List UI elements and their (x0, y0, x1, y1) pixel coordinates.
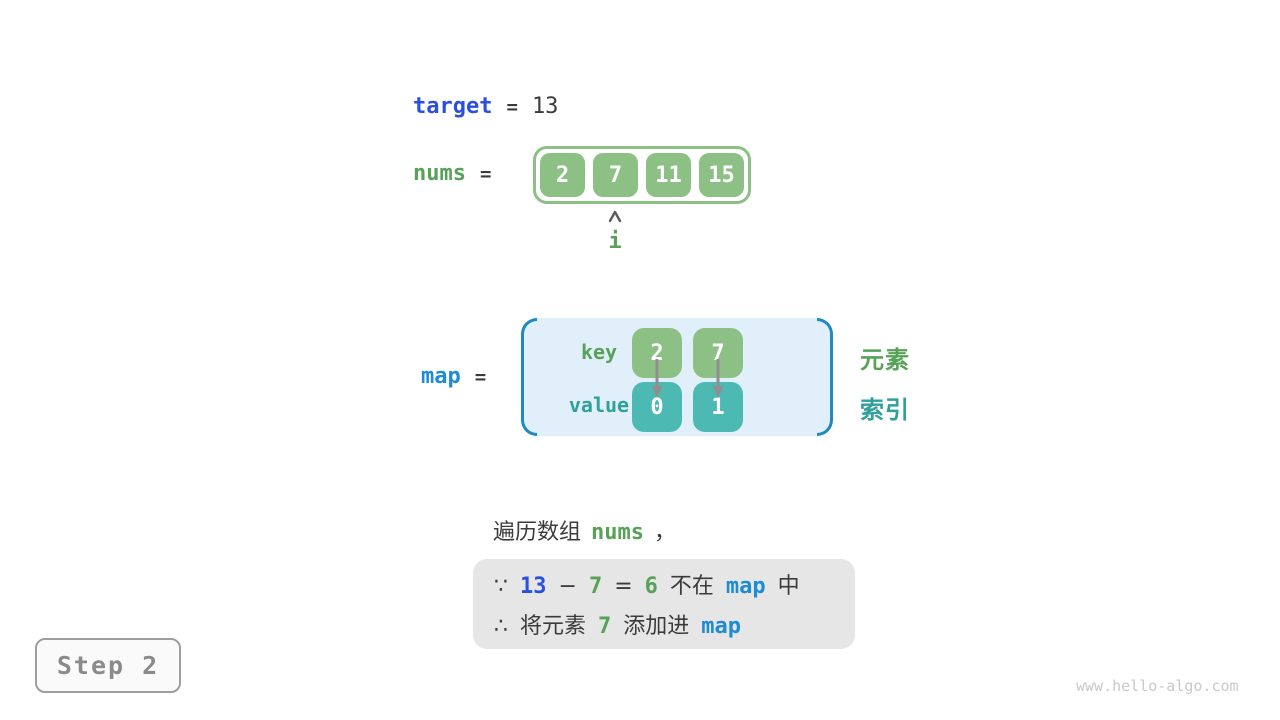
therefore-symbol: ∴ (494, 614, 508, 639)
target-equals: = (506, 96, 518, 118)
map-label: map (421, 364, 461, 389)
not-in-text: 不在 (669, 574, 714, 599)
in-text: 中 (777, 574, 800, 599)
minus-sign: − (558, 574, 577, 599)
map-ref: map (725, 574, 766, 599)
target-label: target (413, 94, 493, 119)
added-element-ref: 7 (598, 614, 612, 639)
map-value-row-label: value (568, 393, 630, 417)
map-container: key value 2 7 0 1 (521, 318, 833, 436)
note-panel: ∵ 13 − 7 = 6 不在 map 中 ∴ 将元素 7 添加进 map (473, 559, 855, 649)
caption-suffix: ， (654, 520, 677, 545)
add-into-text: 添加进 (623, 614, 690, 639)
map-key-row-label: key (580, 340, 618, 364)
nums-equals: = (479, 163, 492, 185)
nums-array: 2 7 11 15 (533, 146, 751, 204)
index-label: 索引 (860, 396, 910, 424)
map-left-bracket (521, 318, 537, 436)
map-right-bracket (817, 318, 833, 436)
target-value-ref: 13 (520, 574, 547, 599)
index-pointer-label: i (608, 229, 622, 254)
nums-array-cell: 2 (540, 153, 585, 197)
target-value: 13 (531, 94, 559, 119)
key-to-value-arrow-icon (712, 359, 724, 398)
index-pointer-caret-icon (608, 210, 622, 223)
nums-array-cell: 11 (646, 153, 691, 197)
key-to-value-arrow-icon (651, 359, 663, 398)
note-line-2: ∴ 将元素 7 添加进 map (494, 608, 855, 640)
difference-value: 6 (644, 574, 658, 599)
map-ref: map (701, 614, 742, 639)
caption-prefix: 遍历数组 (493, 520, 582, 545)
nums-array-cell: 15 (699, 153, 744, 197)
nums-label: nums (413, 161, 466, 186)
because-symbol: ∵ (494, 574, 508, 599)
current-element-ref: 7 (588, 574, 603, 599)
note-line-1: ∵ 13 − 7 = 6 不在 map 中 (494, 568, 855, 600)
add-element-text: 将元素 (520, 614, 587, 639)
map-equals: = (474, 366, 487, 388)
watermark: www.hello-algo.com (1076, 677, 1239, 695)
element-label: 元素 (860, 346, 910, 374)
map-assignment: map = (421, 364, 486, 389)
caption-sentence: 遍历数组 nums ， (493, 514, 676, 546)
target-assignment: target = 13 (413, 94, 558, 119)
equals-sign: = (614, 574, 633, 599)
step-badge: Step 2 (35, 638, 181, 693)
nums-assignment: nums = (413, 161, 491, 186)
nums-array-cell: 7 (593, 153, 638, 197)
caption-code: nums (591, 520, 644, 545)
